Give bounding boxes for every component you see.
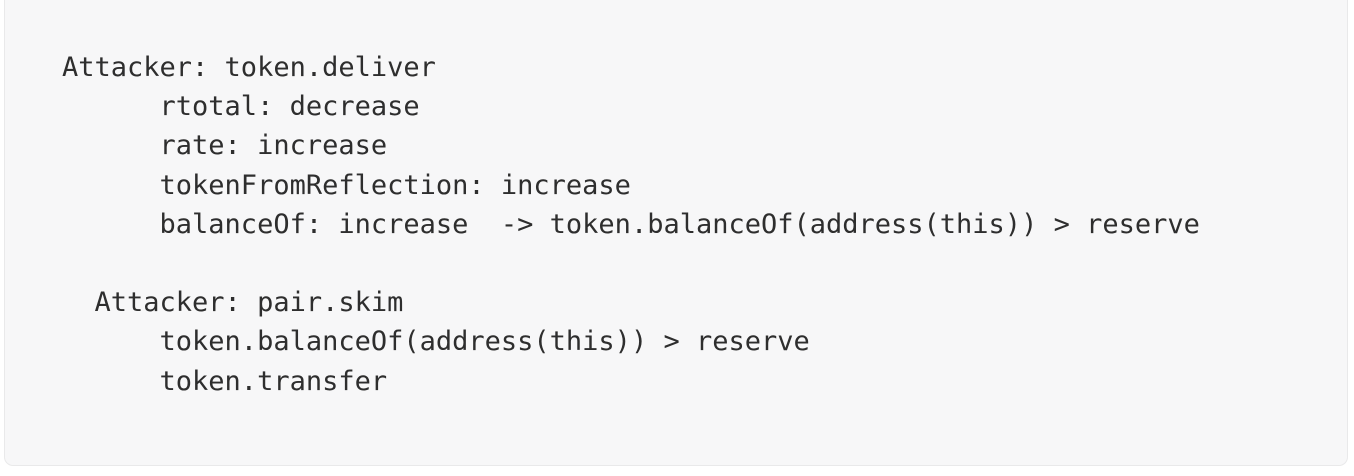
call-trace-block: Attacker: token.deliver rtotal: decrease… — [5, 0, 1347, 401]
trace-line: Attacker: pair.skim — [62, 287, 404, 319]
trace-line-blank — [5, 244, 1347, 283]
trace-line: token.balanceOf(address(this)) > reserve — [62, 326, 810, 358]
trace-line: rtotal: decrease — [62, 91, 420, 123]
trace-line: rate: increase — [62, 130, 388, 162]
trace-line: balanceOf: increase -> token.balanceOf(a… — [62, 208, 1200, 240]
trace-line: tokenFromReflection: increase — [62, 169, 631, 201]
trace-card: Attacker: token.deliver rtotal: decrease… — [4, 0, 1348, 466]
trace-line: token.transfer — [62, 365, 388, 397]
trace-line: Attacker: token.deliver — [62, 52, 436, 83]
